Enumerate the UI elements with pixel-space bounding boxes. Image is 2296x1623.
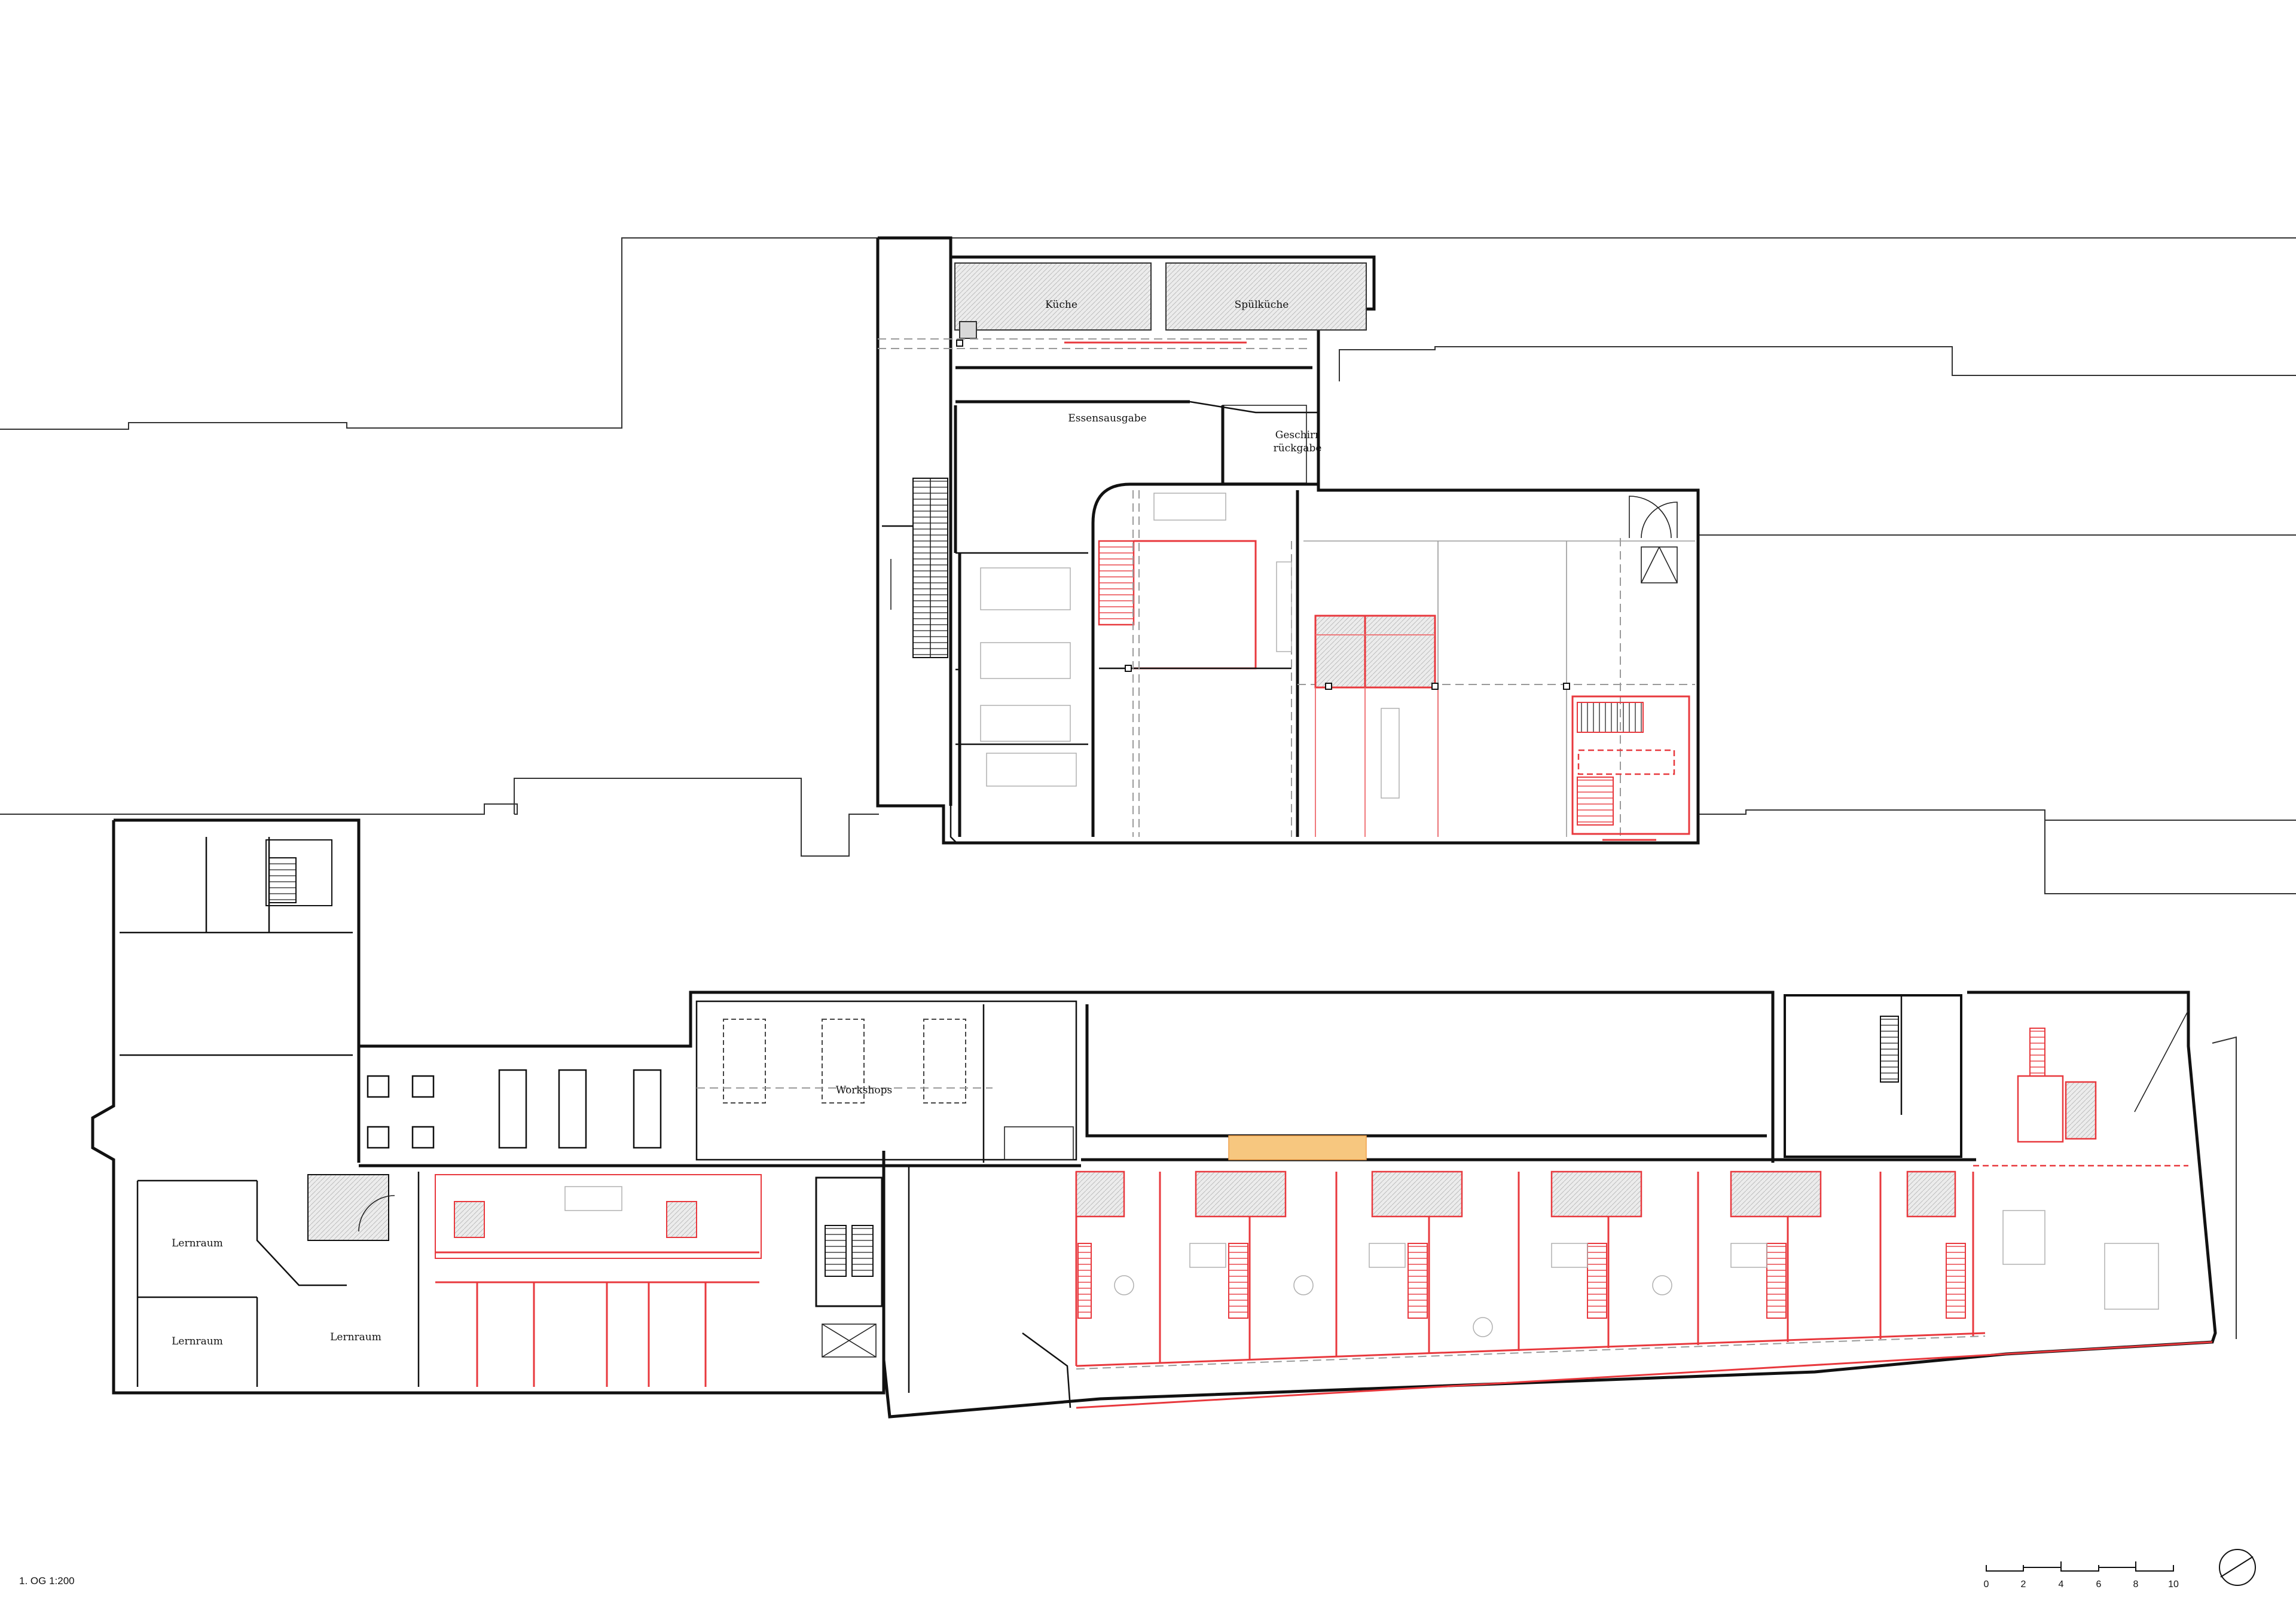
context-buildings — [0, 237, 2296, 894]
plan-caption: 1. OG 1:200 — [19, 1575, 75, 1587]
label-kueche: Küche — [1045, 299, 1077, 311]
label-lernraum-2: Lernraum — [172, 1335, 223, 1347]
scale-tick-10: 10 — [2168, 1579, 2179, 1590]
highlight-strip — [1228, 1135, 1367, 1160]
scale-tick-0: 0 — [1984, 1579, 1989, 1590]
label-geschirr-1: Geschirr — [1275, 429, 1320, 441]
scale-tick-4: 4 — [2059, 1579, 2064, 1590]
north-arrow-icon — [2219, 1549, 2256, 1586]
label-lernraum-1: Lernraum — [172, 1237, 223, 1249]
scale-tick-8: 8 — [2133, 1579, 2139, 1590]
east-wing — [882, 991, 2237, 1419]
scale-tick-6: 6 — [2096, 1579, 2102, 1590]
room-labels: Küche Spülküche Essensausgabe Geschirr r… — [172, 299, 1321, 1347]
label-workshops: Workshops — [836, 1084, 893, 1096]
apartment-units — [1075, 1170, 2159, 1366]
scullery-floor — [1165, 262, 1367, 331]
label-geschirr-2: rückgabe — [1274, 442, 1322, 454]
scale-bar: 0 2 4 6 8 10 — [1984, 1561, 2179, 1590]
label-lernraum-3: Lernraum — [330, 1331, 381, 1343]
north-building — [876, 236, 1700, 845]
label-essensausgabe: Essensausgabe — [1068, 412, 1146, 424]
kitchen-floor — [954, 262, 1152, 331]
scale-tick-2: 2 — [2021, 1579, 2026, 1590]
west-wing — [91, 818, 1081, 1395]
label-spuelkueche: Spülküche — [1235, 299, 1289, 311]
